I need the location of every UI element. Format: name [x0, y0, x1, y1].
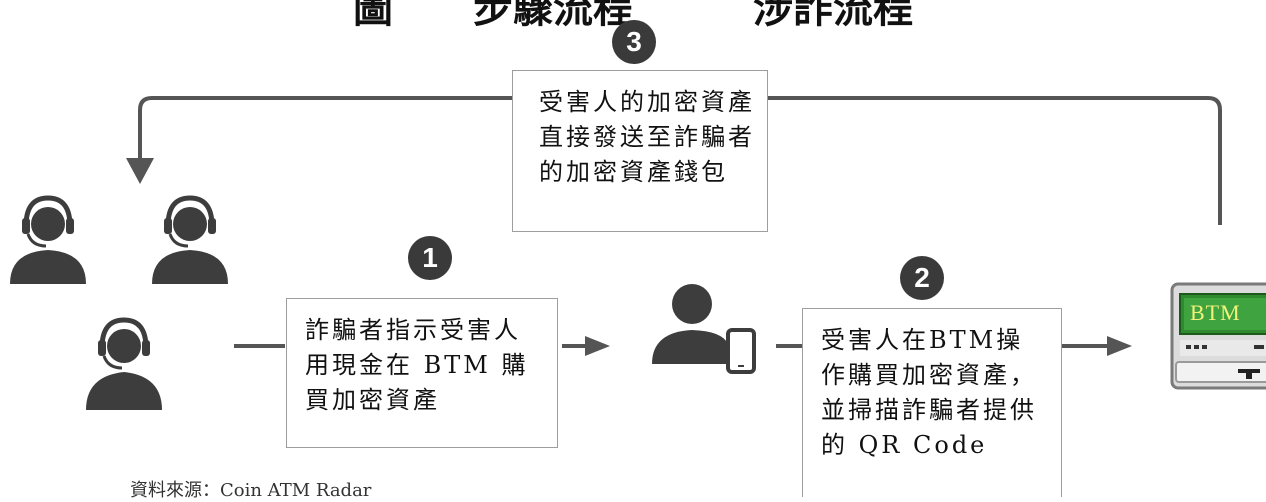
- return-arrowhead: [126, 158, 154, 184]
- step-1-text: 詐騙者指示受害人用現金在 BTM 購買加密資產: [305, 316, 529, 414]
- step-3-box: 受害人的加密資產直接發送至詐騙者的加密資產錢包: [512, 70, 768, 232]
- victim-with-phone-icon: [652, 284, 756, 374]
- scammer-icon-3: [86, 317, 162, 410]
- arrow-2-head: [1107, 336, 1132, 356]
- step-1-box: 詐騙者指示受害人用現金在 BTM 購買加密資產: [286, 298, 558, 448]
- step-2-badge: 2: [900, 256, 944, 300]
- step-2-text: 受害人在BTM操作購買加密資產，並掃描詐騙者提供的 QR Code: [821, 326, 1037, 459]
- scammer-icon-2: [152, 195, 228, 284]
- btm-machine-icon: [1170, 282, 1266, 390]
- scammer-icon-1: [10, 195, 86, 284]
- arrow-1-head: [585, 336, 610, 356]
- source-note: 資料來源：Coin ATM Radar: [130, 480, 372, 501]
- step-3-text: 受害人的加密資產直接發送至詐騙者的加密資產錢包: [539, 88, 755, 186]
- step-2-box: 受害人在BTM操作購買加密資產，並掃描詐騙者提供的 QR Code: [802, 308, 1062, 497]
- step-3-badge: 3: [612, 20, 656, 64]
- step-1-badge: 1: [408, 236, 452, 280]
- btm-screen-label: BTM: [1190, 300, 1241, 325]
- return-arrow-line: [138, 96, 1222, 225]
